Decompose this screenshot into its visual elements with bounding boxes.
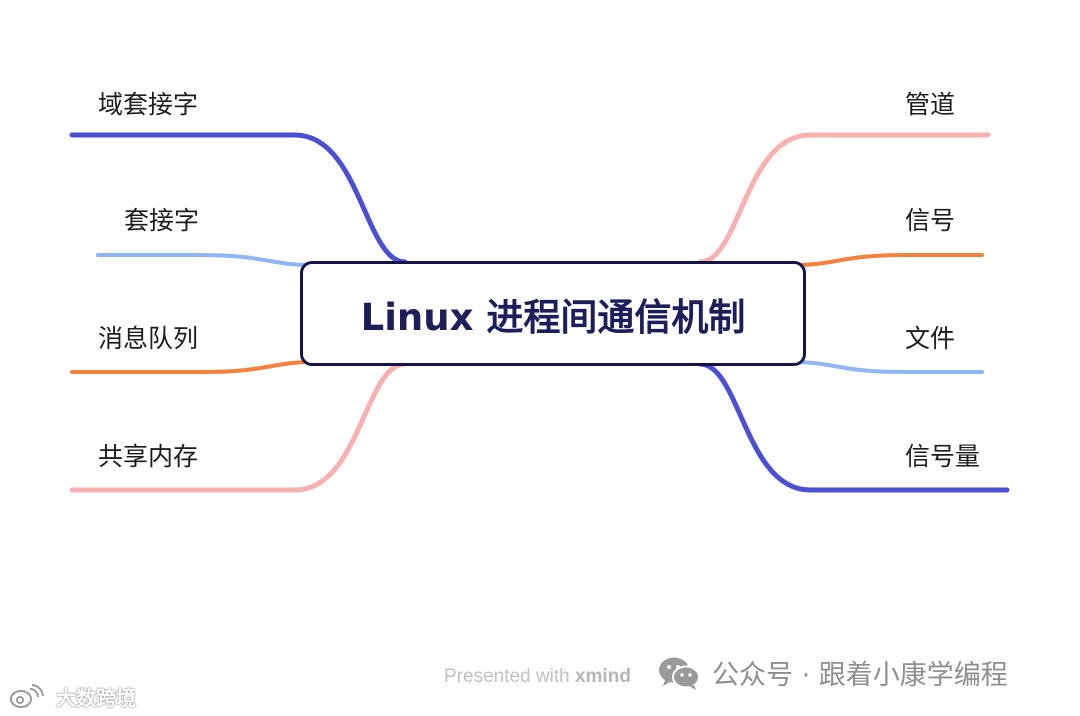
branch-topic-left-1[interactable]: 域套接字	[98, 90, 199, 119]
branch-connectors	[69, 132, 1010, 493]
wechat-icon	[659, 657, 700, 690]
branch-topic-left-3[interactable]: 消息队列	[98, 324, 199, 353]
branch-connector-right-1	[697, 132, 991, 265]
presented-with-text: Presented with	[444, 666, 570, 687]
presented-with-credit: Presented with xmind	[444, 666, 631, 688]
branch-topic-right-4[interactable]: 信号量	[905, 442, 981, 471]
branch-connector-right-2	[794, 253, 984, 267]
weibo-logo-icon	[10, 683, 44, 708]
watermark-text: 大数跨境	[56, 686, 136, 710]
wechat-account-badge: 公众号 · 跟着小康学编程	[658, 653, 1008, 692]
wechat-account-name: 公众号 · 跟着小康学编程	[712, 660, 1008, 691]
branch-topic-left-2[interactable]: 套接字	[124, 206, 200, 235]
branch-connector-right-3	[792, 360, 984, 374]
branch-topic-left-4[interactable]: 共享内存	[98, 442, 199, 471]
central-topic-title: Linux 进程间通信机制	[360, 295, 746, 339]
branch-connector-left-2	[96, 253, 312, 267]
branch-connector-left-1	[69, 132, 408, 265]
watermark-badge: 大数跨境	[8, 682, 136, 711]
branch-topic-right-3[interactable]: 文件	[905, 324, 956, 353]
branch-topic-right-2[interactable]: 信号	[905, 206, 956, 235]
xmind-brand: xmind	[574, 666, 631, 687]
branch-connector-left-4	[69, 361, 408, 493]
branch-topic-right-1[interactable]: 管道	[905, 90, 956, 119]
branch-connector-left-3	[70, 360, 314, 374]
central-topic-node[interactable]: Linux 进程间通信机制	[300, 261, 806, 366]
branch-connector-right-4	[697, 361, 1010, 493]
